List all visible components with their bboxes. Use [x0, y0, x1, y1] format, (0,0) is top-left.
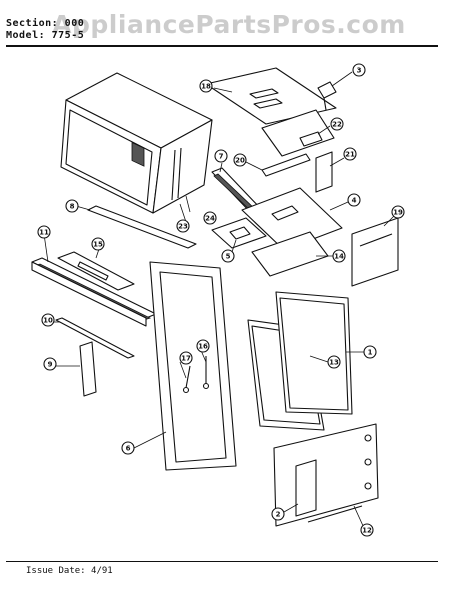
callout-22: 22 — [330, 117, 344, 131]
bar-9-part — [79, 341, 97, 397]
callout-20: 20 — [233, 153, 247, 167]
callout-18: 18 — [199, 79, 213, 93]
side-bracket — [273, 423, 379, 527]
svg-text:20: 20 — [235, 157, 245, 165]
svg-text:11: 11 — [39, 229, 49, 237]
base-plate — [241, 187, 343, 251]
svg-text:17: 17 — [181, 355, 191, 363]
svg-text:7: 7 — [219, 153, 224, 161]
header-rule — [6, 45, 438, 47]
callout-15: 15 — [91, 237, 105, 251]
svg-text:6: 6 — [126, 445, 131, 453]
rod-10-part — [55, 317, 135, 359]
svg-text:3: 3 — [357, 67, 362, 75]
callout-16: 16 — [196, 339, 210, 353]
callout-23: 23 — [176, 219, 190, 233]
door-trim-part — [31, 251, 157, 327]
svg-text:14: 14 — [334, 253, 344, 261]
plate-5-part — [211, 217, 267, 249]
svg-text:21: 21 — [345, 151, 355, 159]
svg-text:24: 24 — [205, 215, 215, 223]
cabinet-body — [60, 72, 213, 214]
svg-text:22: 22 — [332, 121, 342, 129]
callout-12: 12 — [360, 523, 374, 537]
svg-text:4: 4 — [352, 197, 357, 205]
svg-text:8: 8 — [70, 203, 75, 211]
callout-5: 5 — [221, 249, 235, 263]
callout-2: 2 — [271, 507, 285, 521]
strip-8-part — [87, 205, 197, 249]
svg-text:16: 16 — [198, 343, 208, 351]
bracket-21-part — [315, 151, 333, 193]
issue-date: Issue Date: 4/91 — [26, 566, 113, 576]
watermark-text: AppliancePartsPros.com — [52, 10, 406, 39]
svg-text:23: 23 — [178, 223, 188, 231]
rail-20-part — [261, 153, 311, 177]
svg-text:2: 2 — [276, 511, 281, 519]
callout-17: 17 — [179, 351, 193, 365]
svg-text:10: 10 — [43, 317, 53, 325]
callout-19: 19 — [391, 205, 405, 219]
callout-21: 21 — [343, 147, 357, 161]
svg-text:5: 5 — [226, 253, 231, 261]
svg-text:9: 9 — [48, 361, 53, 369]
svg-text:19: 19 — [393, 209, 403, 217]
callout-4: 4 — [347, 193, 361, 207]
footer-rule — [6, 561, 438, 562]
bracket-3-part — [317, 81, 337, 111]
callout-6: 6 — [121, 441, 135, 455]
plate-14-part — [251, 231, 329, 277]
callout-11: 11 — [37, 225, 51, 239]
svg-text:12: 12 — [362, 527, 372, 535]
callout-9: 9 — [43, 357, 57, 371]
model-label: Model: 775-5 — [6, 30, 85, 41]
callout-3: 3 — [352, 63, 366, 77]
top-plate — [205, 67, 337, 125]
callout-10: 10 — [41, 313, 55, 327]
svg-text:18: 18 — [201, 83, 211, 91]
leader-lines — [43, 71, 395, 529]
outer-door-panel — [275, 291, 353, 415]
callout-24: 24 — [203, 211, 217, 225]
callout-14: 14 — [332, 249, 346, 263]
callout-13: 13 — [327, 355, 341, 369]
svg-text:15: 15 — [93, 241, 103, 249]
svg-text:1: 1 — [368, 349, 373, 357]
mount-plate — [261, 109, 335, 157]
section-label: Section: 000 — [6, 18, 85, 29]
svg-text:13: 13 — [329, 359, 339, 367]
door-gasket-frame — [149, 261, 237, 471]
callout-8: 8 — [65, 199, 79, 213]
callout-7: 7 — [214, 149, 228, 163]
screws-part — [182, 356, 210, 394]
callout-1: 1 — [363, 345, 377, 359]
panel-19-part — [351, 217, 399, 287]
